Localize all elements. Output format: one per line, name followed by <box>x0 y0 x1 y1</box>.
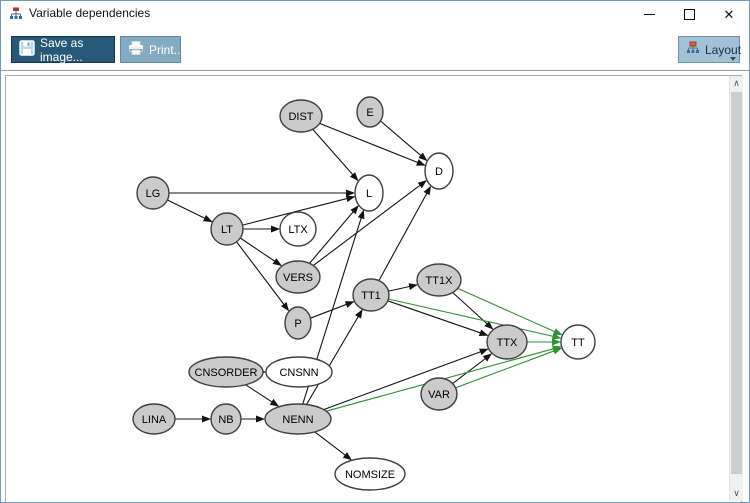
node-label-LG: LG <box>146 188 161 200</box>
node-LINA[interactable]: LINA <box>132 403 176 435</box>
node-CNSNN[interactable]: CNSNN <box>265 356 333 388</box>
node-L[interactable]: L <box>354 174 384 212</box>
scrollbar-thumb[interactable] <box>731 92 742 474</box>
node-NOMSIZE[interactable]: NOMSIZE <box>334 457 406 491</box>
edge-VERS-D <box>312 180 427 266</box>
save-as-image-label: Save as image... <box>40 35 84 64</box>
edge-CNSORDER-NENN <box>245 384 280 407</box>
window-controls: ✕ <box>629 1 749 27</box>
minimize-button[interactable] <box>629 1 669 27</box>
edge-VAR-TT <box>455 347 563 389</box>
node-label-NOMSIZE: NOMSIZE <box>345 469 395 481</box>
titlebar: Variable dependencies ✕ <box>1 1 749 27</box>
minimize-icon <box>643 13 655 15</box>
scroll-down-icon: ∨ <box>733 488 740 498</box>
edge-DIST-D <box>319 122 426 166</box>
close-icon: ✕ <box>723 6 735 22</box>
node-label-E: E <box>366 107 373 119</box>
node-label-D: D <box>435 166 443 178</box>
window-title: Variable dependencies <box>29 6 151 20</box>
edge-VERS-L <box>309 205 359 264</box>
node-label-P: P <box>294 318 301 330</box>
close-button[interactable]: ✕ <box>709 1 749 27</box>
print-button[interactable]: Print... <box>120 36 184 63</box>
node-NENN[interactable]: NENN <box>264 403 332 435</box>
save-as-image-button[interactable]: Save as image... <box>11 35 115 64</box>
edge-LT-P <box>236 241 290 312</box>
node-LT[interactable]: LT <box>210 212 244 246</box>
layout-button[interactable]: Layout <box>678 36 742 63</box>
toolbar: Save as image... Print... <box>1 27 749 69</box>
node-TT1X[interactable]: TT1X <box>416 263 462 297</box>
node-CNSORDER[interactable]: CNSORDER <box>188 356 264 388</box>
node-E[interactable]: E <box>356 96 384 128</box>
node-label-LT: LT <box>221 224 233 236</box>
node-NB[interactable]: NB <box>210 403 242 435</box>
maximize-icon <box>683 8 695 20</box>
node-label-VAR: VAR <box>428 389 450 401</box>
vertical-scrollbar[interactable]: ∧ ∨ <box>729 76 743 501</box>
node-P[interactable]: P <box>284 306 312 340</box>
node-label-DIST: DIST <box>288 111 313 123</box>
node-VERS[interactable]: VERS <box>275 260 321 294</box>
node-label-CNSORDER: CNSORDER <box>195 367 258 379</box>
node-D[interactable]: D <box>424 152 454 190</box>
node-LG[interactable]: LG <box>136 176 170 210</box>
node-TT[interactable]: TT <box>560 324 596 360</box>
scroll-down-button[interactable]: ∨ <box>730 486 743 501</box>
toolbar-separator <box>1 70 749 72</box>
node-label-L: L <box>366 188 372 200</box>
printer-icon <box>128 40 144 59</box>
edge-NENN-TTX <box>323 348 489 411</box>
edge-LT-L <box>242 195 356 226</box>
edge-LG-LT <box>167 199 213 223</box>
node-label-TT: TT <box>571 337 585 349</box>
layout-label: Layout <box>705 42 742 57</box>
maximize-button[interactable] <box>669 1 709 27</box>
edge-TT1-TT1X <box>388 283 418 292</box>
edge-E-D <box>380 120 428 162</box>
edge-LT-VERS <box>239 237 282 267</box>
node-label-LINA: LINA <box>142 414 167 426</box>
app-tree-icon <box>9 7 23 21</box>
node-label-TT1: TT1 <box>361 290 381 302</box>
scroll-up-icon: ∧ <box>733 78 740 88</box>
node-label-TT1X: TT1X <box>426 275 454 287</box>
layout-dropdown-caret <box>730 57 736 61</box>
edge-NENN-TT1 <box>306 309 363 405</box>
node-DIST[interactable]: DIST <box>279 99 323 133</box>
edge-TT1X-TTX <box>452 292 494 330</box>
node-label-NB: NB <box>218 414 233 426</box>
node-label-CNSNN: CNSNN <box>279 367 318 379</box>
floppy-disk-icon <box>19 40 35 59</box>
scroll-up-button[interactable]: ∧ <box>730 76 743 91</box>
print-label: Print... <box>149 42 184 57</box>
edge-VAR-TTX <box>452 353 493 385</box>
node-label-TTX: TTX <box>497 337 518 349</box>
node-TT1[interactable]: TT1 <box>352 278 390 312</box>
edge-TT1-TT <box>388 298 562 340</box>
edge-DIST-L <box>312 128 359 182</box>
node-VAR[interactable]: VAR <box>420 377 458 411</box>
node-label-NENN: NENN <box>282 414 313 426</box>
node-label-LTX: LTX <box>288 224 308 236</box>
edge-TT1X-TT <box>457 287 563 336</box>
node-TTX[interactable]: TTX <box>486 324 528 360</box>
layout-tree-icon <box>686 41 700 58</box>
node-label-VERS: VERS <box>283 272 313 284</box>
node-LTX[interactable]: LTX <box>279 211 317 247</box>
edge-TT1-D <box>378 185 431 281</box>
edge-TT1-TTX <box>387 300 489 336</box>
edge-NENN-NOMSIZE <box>314 431 352 461</box>
